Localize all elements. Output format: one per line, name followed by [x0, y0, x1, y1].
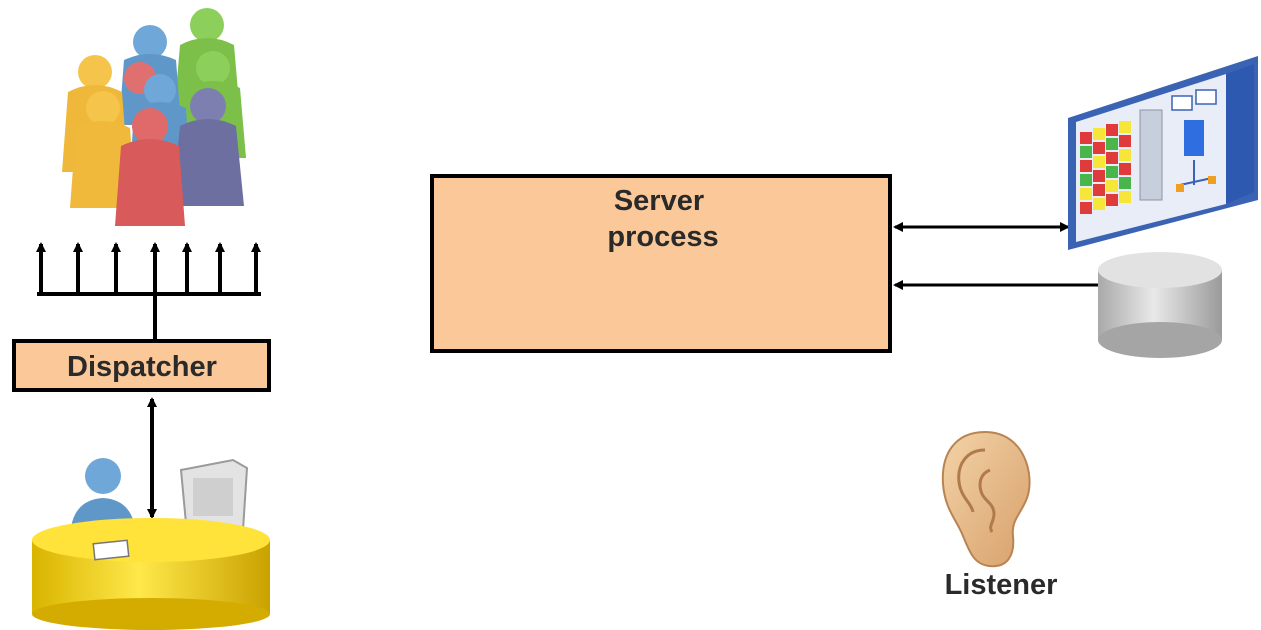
users-group-icon	[62, 8, 246, 226]
server-process-box: Server process	[430, 174, 892, 353]
memory-structure-icon	[1068, 56, 1258, 250]
ear-icon	[941, 430, 1031, 568]
server-label-line2: process	[607, 221, 718, 253]
listener-label: Listener	[945, 569, 1058, 601]
dispatcher-box: Dispatcher	[12, 339, 271, 392]
server-process-label: Server process	[607, 185, 718, 253]
server-label-line1: Server	[614, 185, 704, 217]
dispatcher-fanout-arrows	[36, 242, 261, 340]
dispatcher-label: Dispatcher	[67, 351, 217, 383]
database-icon	[1098, 252, 1222, 358]
user-at-desk-icon	[32, 458, 270, 630]
